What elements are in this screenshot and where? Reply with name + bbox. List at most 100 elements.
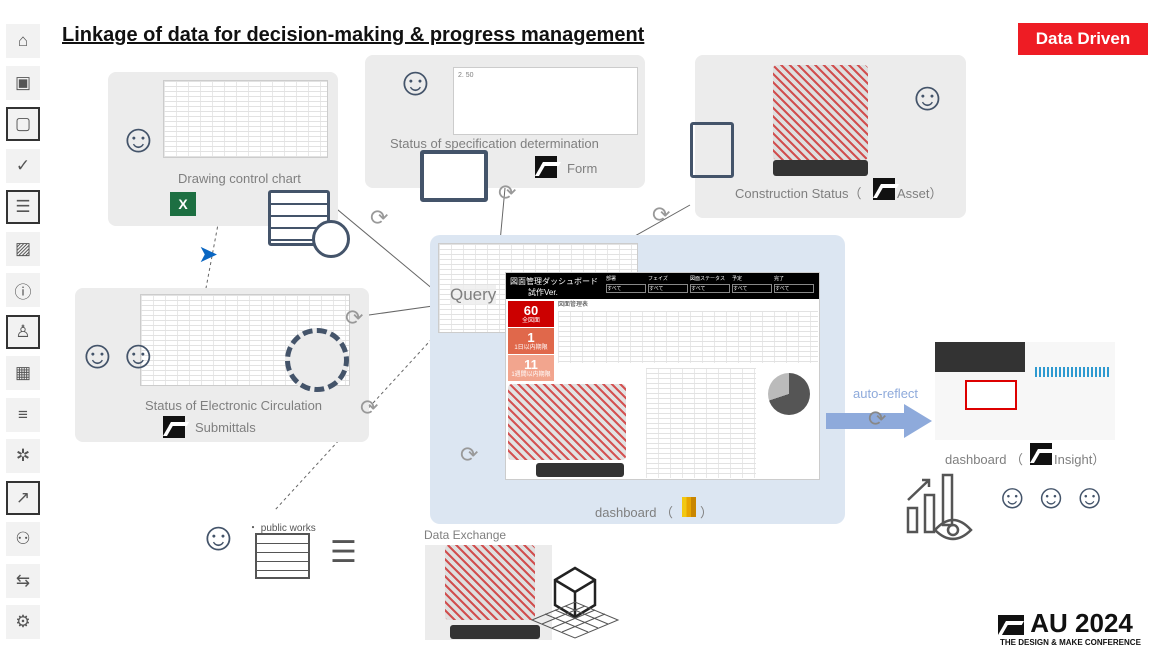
dashboard-panel: Query 図面管理ダッシュボード 試作Ver. 部署すべてフェイズすべて図面ス…: [430, 235, 845, 524]
sidebar-button[interactable]: ▢: [6, 107, 40, 141]
table-title: 図面管理表: [558, 302, 589, 308]
sidebar-button[interactable]: ✓: [6, 148, 40, 183]
query-label: Query: [450, 285, 497, 305]
insight-tool-label: Insight）: [1054, 452, 1106, 467]
engineer-icon: ☺: [395, 60, 436, 104]
filter-row: 部署すべてフェイズすべて図面ステータスすべて予定すべて完了すべて: [606, 275, 814, 293]
table-gear-icon: [255, 533, 310, 579]
checklist-icon: [690, 122, 734, 178]
auto-reflect-arrow: [826, 404, 932, 438]
spreadsheet-screenshot: [163, 80, 328, 158]
filter-value: すべて: [774, 284, 814, 293]
report-icon: ↗: [15, 487, 31, 507]
filter-dropdown[interactable]: 完了すべて: [774, 275, 814, 293]
clock-icon: [312, 220, 350, 258]
circulation-label: Status of Electronic Circulation: [145, 398, 323, 413]
home-icon: ⌂: [17, 31, 29, 50]
drawing-label: Drawing control chart: [178, 171, 301, 186]
auto-reflect-label: auto-reflect: [853, 386, 919, 401]
sync-icon: ⟳: [652, 202, 671, 227]
clipboard-icon: ☰: [15, 197, 31, 216]
slide-title: Linkage of data for decision-making & pr…: [62, 24, 645, 46]
sidebar: ⌂ ▣ ▢ ✓ ☰ ▨ ⓘ ♙ ▦ ≡ ✲ ↗ ⚇ ⇆ ⚙: [0, 0, 50, 649]
dashboard-subtitle: 試作Ver.: [528, 288, 558, 297]
model-toolbar[interactable]: [773, 160, 868, 176]
data-exchange-label: Data Exchange: [424, 528, 507, 542]
progress-table: [646, 368, 756, 478]
insight-banner: [935, 342, 1025, 372]
powerbi-icon: [682, 497, 696, 517]
highlighted-card: [965, 380, 1017, 410]
sidebar-button[interactable]: ▦: [6, 356, 40, 390]
asset-tool-label: Asset）: [897, 186, 943, 201]
model-toolbar[interactable]: [536, 463, 624, 477]
stakeholders-icon: ☺☺☺: [995, 478, 1112, 516]
filter-label: 予定: [732, 276, 743, 282]
model-toolbar[interactable]: [450, 625, 540, 639]
cube-on-grid-icon: [530, 566, 620, 639]
drawing-control-panel: ☺ Drawing control chart X: [108, 72, 338, 226]
data-exchange-panel: [425, 545, 552, 640]
sync-icon: ⟳: [460, 442, 479, 467]
sidebar-button[interactable]: ≡: [6, 397, 40, 432]
sidebar-button[interactable]: ⚙: [6, 605, 40, 639]
filter-dropdown[interactable]: 予定すべて: [732, 275, 772, 293]
form-screenshot: 2. 50: [453, 67, 638, 135]
form-question: 2. 50: [458, 72, 474, 79]
sidebar-button[interactable]: ▨: [6, 231, 40, 266]
insight-screenshot: [935, 342, 1115, 440]
au-tagline: THE DESIGN & MAKE CONFERENCE: [1000, 638, 1141, 647]
list-icon: ☰: [330, 536, 357, 569]
sync-icon: ⟳: [360, 395, 379, 420]
calendar-people-icon: ▦: [14, 363, 32, 382]
worker-icon: ☺: [907, 75, 948, 119]
sidebar-button[interactable]: ♙: [6, 314, 40, 349]
drawing-table: [558, 311, 818, 363]
schedule-icon: ≡: [18, 404, 28, 424]
bim-model-image: [508, 384, 626, 460]
members-icon: ⚇: [15, 529, 31, 548]
sync-icon: ⟳: [345, 305, 364, 330]
excel-icon: X: [170, 192, 196, 216]
bim-model-image: [773, 65, 868, 160]
autodesk-logo-icon: [873, 178, 895, 200]
filter-dropdown[interactable]: フェイズすべて: [648, 275, 688, 293]
analytics-eye-icon: [906, 473, 973, 541]
sidebar-button[interactable]: ⇆: [6, 563, 40, 598]
comment-icon: ⓘ: [14, 282, 32, 302]
sidebar-button[interactable]: ↗: [6, 480, 40, 515]
sync-icon: ⟳: [498, 180, 517, 205]
pie-chart: [768, 373, 810, 415]
fan-icon: ✲: [15, 446, 31, 465]
filter-value: すべて: [690, 284, 730, 293]
construction-panel: ☺ Construction Status（ Asset）: [695, 55, 966, 218]
power-automate-icon: ➤: [198, 241, 219, 268]
filter-label: 完了: [774, 276, 785, 282]
data-driven-badge: Data Driven: [1018, 23, 1148, 55]
document-icon: ▢: [14, 114, 32, 133]
insight-label: dashboard （: [945, 452, 1024, 467]
photos-icon: ▨: [14, 238, 32, 258]
sidebar-button[interactable]: ✲: [6, 439, 40, 473]
sidebar-button[interactable]: ⓘ: [6, 273, 40, 307]
dashboard-header: 図面管理ダッシュボード 試作Ver.: [506, 273, 819, 299]
stamp-icon: ♙: [15, 321, 31, 341]
sidebar-button[interactable]: ⚇: [6, 522, 40, 556]
public-works-label: ・ public works: [248, 523, 316, 534]
dashboard-label: dashboard （: [595, 505, 674, 520]
filter-value: すべて: [732, 284, 772, 293]
filter-dropdown[interactable]: 図面ステータスすべて: [690, 275, 730, 293]
sidebar-button[interactable]: ⌂: [6, 24, 40, 58]
circulation-panel: ☺☺ Status of Electronic Circulation Subm…: [75, 288, 369, 442]
sidebar-button[interactable]: ☰: [6, 190, 40, 224]
filter-dropdown[interactable]: 部署すべて: [606, 275, 646, 293]
worker-icon: ☺: [198, 515, 239, 559]
dashboard-label-end: ）: [700, 505, 714, 520]
submittals-tool-label: Submittals: [195, 420, 256, 435]
spec-label: Status of specification determination: [390, 136, 599, 151]
sidebar-button[interactable]: ▣: [6, 65, 40, 100]
form-icon: [420, 150, 488, 202]
autodesk-logo-icon: [1030, 443, 1052, 465]
